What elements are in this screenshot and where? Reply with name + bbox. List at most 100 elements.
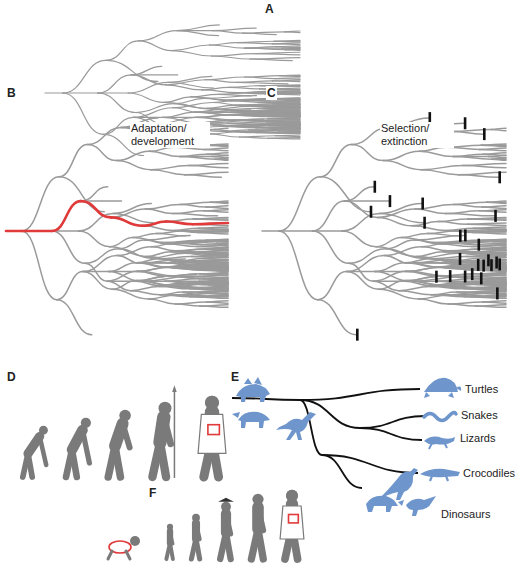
tree-branch: [245, 48, 285, 50]
tree-branch: [189, 166, 228, 168]
tree-branch: [468, 219, 506, 220]
tree-branch: [275, 98, 300, 100]
tree-branch: [205, 80, 237, 83]
tree-branch: [491, 129, 506, 130]
tree-branch: [250, 59, 292, 61]
tree-branch: [128, 93, 164, 102]
tree-branch: [268, 115, 300, 117]
lineage-path: [143, 222, 167, 226]
doctor-figure: [198, 396, 226, 477]
tree-branch: [261, 123, 300, 125]
tree-branch: [450, 295, 484, 297]
tree-branch: [386, 240, 414, 249]
tree-branch: [479, 278, 506, 280]
dinosaur-icon: [366, 496, 404, 512]
tree-branch: [320, 177, 370, 212]
tree-branch: [346, 255, 384, 271]
tree-branch: [377, 217, 412, 225]
tree-branch: [480, 248, 506, 250]
tree-branch: [131, 291, 160, 295]
tree-branch: [63, 60, 106, 93]
tree-branch: [209, 45, 244, 48]
tree-branch: [207, 302, 228, 303]
tree-branch: [234, 126, 269, 127]
tree-branch: [422, 242, 450, 246]
tree-branch: [422, 247, 448, 251]
tree-branch: [173, 213, 218, 215]
tree-branch: [484, 249, 506, 250]
taxon-label: Snakes: [460, 409, 499, 422]
tree-branch: [443, 276, 480, 278]
tree-branch: [484, 297, 506, 298]
lab-coat: [198, 414, 226, 453]
tree-branch: [285, 49, 300, 50]
extinction-mark: [471, 268, 474, 280]
tree-branch: [269, 126, 300, 128]
tree-branch: [277, 103, 300, 105]
snake-icon: [424, 413, 456, 421]
tree-branch: [212, 56, 251, 59]
tree-branch: [231, 101, 265, 102]
lineage-path: [166, 222, 193, 225]
tree-branch: [200, 274, 228, 275]
tree-branch: [275, 97, 300, 99]
extinction-mark: [477, 239, 480, 251]
arm: [164, 417, 171, 444]
tree-branch: [458, 175, 498, 178]
tree-branch: [116, 151, 149, 160]
tree-branch: [202, 90, 238, 93]
extinction-mark: [490, 259, 493, 271]
tree-branch: [243, 33, 276, 35]
tree-branch: [261, 124, 300, 126]
tree-branch: [204, 96, 256, 99]
crocodile-icon: [420, 469, 460, 477]
extinction-mark: [459, 230, 462, 242]
arm: [83, 430, 90, 463]
tree-branch: [481, 144, 506, 146]
arm: [170, 531, 173, 544]
tree-branch: [383, 151, 419, 160]
tree-branch: [482, 302, 506, 303]
tree-branch: [131, 287, 160, 291]
phylogeny: [232, 377, 461, 516]
phylogeny-branch: [322, 455, 362, 488]
panel-letter: F: [148, 486, 157, 500]
head: [39, 426, 48, 435]
tree-branch: [380, 213, 424, 222]
tree-branch: [113, 204, 151, 214]
tree-branch: [111, 217, 143, 225]
tree-branch: [272, 43, 300, 45]
tree-branch: [421, 170, 458, 175]
tree-branch: [22, 231, 57, 300]
tree-branch: [438, 222, 467, 225]
taxon-label: Dinosaurs: [440, 508, 492, 521]
tree-branch: [234, 120, 273, 121]
tree-branch: [275, 134, 300, 136]
tree-branch: [285, 31, 300, 33]
tree-branch: [419, 151, 453, 156]
tree-branch: [22, 177, 59, 231]
head: [119, 410, 131, 422]
tree-branch: [240, 105, 274, 107]
tree-branch: [205, 248, 228, 250]
tree-branch: [201, 287, 228, 288]
tree-branch: [177, 242, 214, 245]
tree-branch: [212, 228, 228, 230]
tree-branch: [212, 28, 256, 31]
tree-branch: [207, 240, 228, 241]
tree-branch: [194, 283, 228, 284]
tree-branch: [151, 170, 185, 175]
tree-branch: [421, 166, 462, 170]
tree-branch: [116, 161, 151, 170]
lineage-path: [22, 230, 52, 233]
tree-branch: [112, 281, 137, 290]
tree-branch: [272, 121, 300, 122]
tree-branch: [282, 47, 300, 49]
tree-branch: [482, 240, 506, 241]
tree-branch: [262, 230, 279, 232]
tree-branch: [475, 306, 506, 307]
extinction-mark: [482, 260, 485, 272]
tree-branch: [204, 98, 230, 100]
extinction-mark: [449, 270, 452, 282]
extinction-mark: [487, 254, 490, 266]
